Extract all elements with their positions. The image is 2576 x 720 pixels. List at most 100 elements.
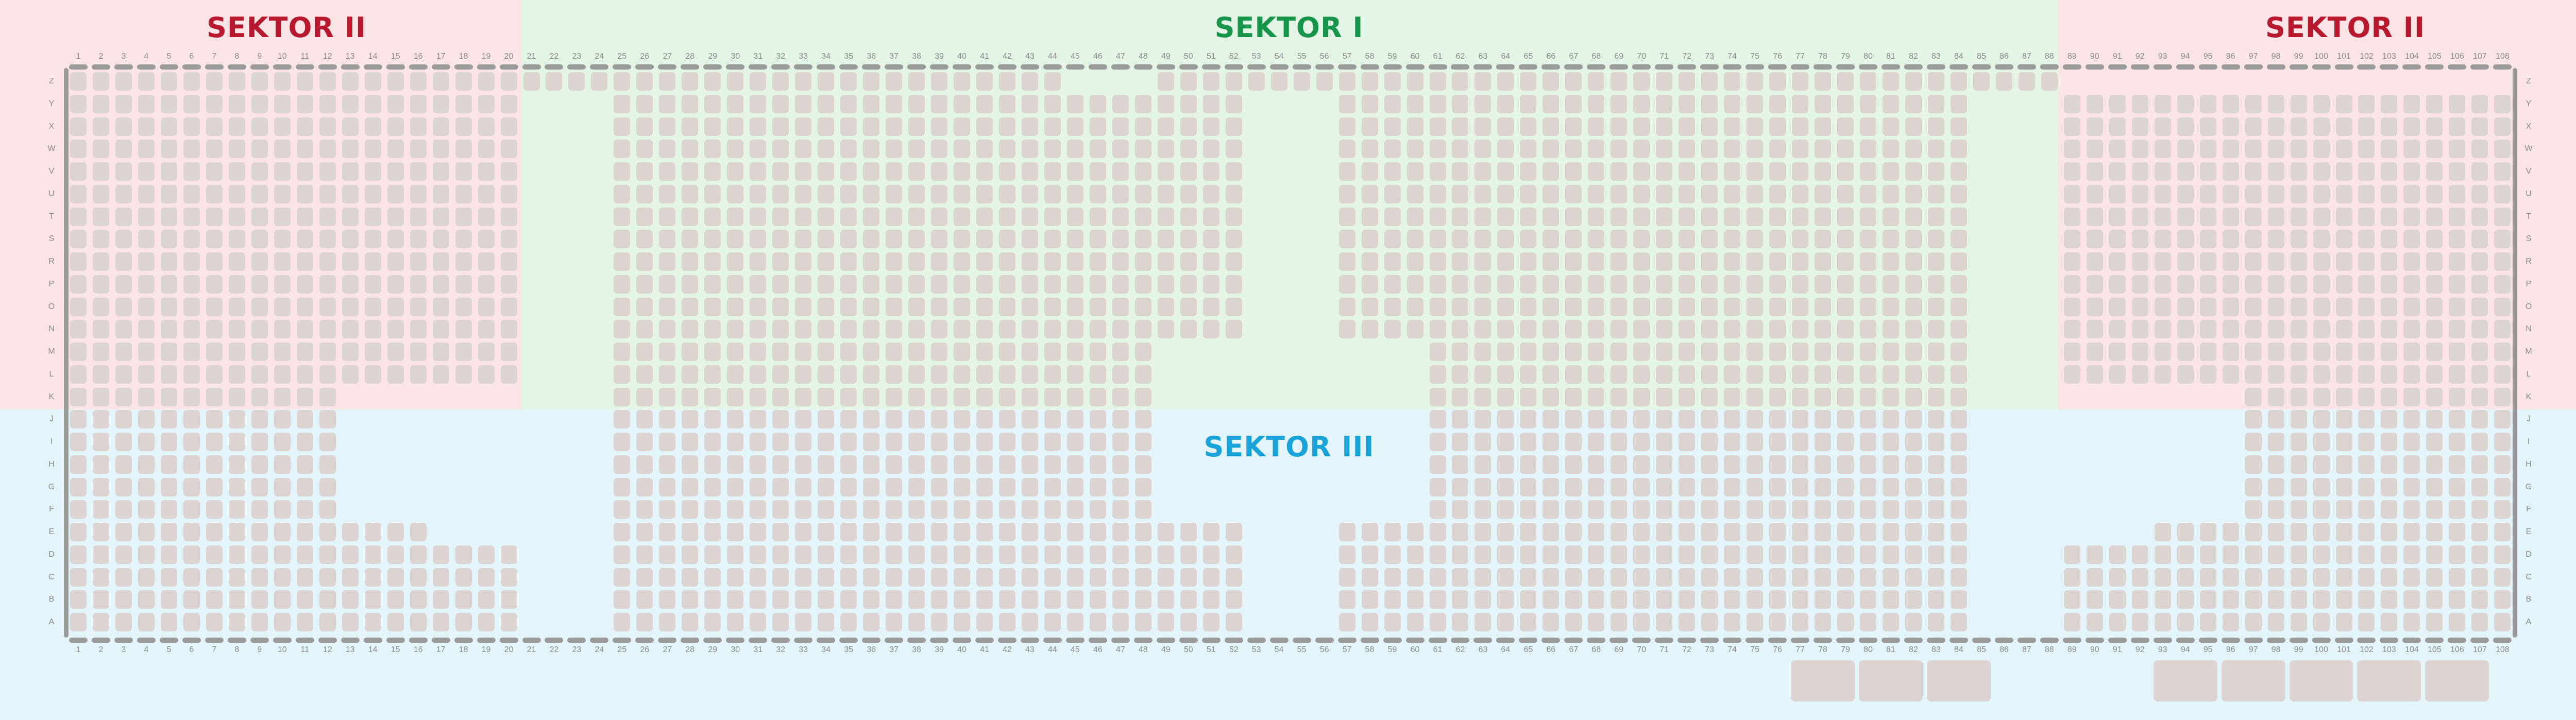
seat[interactable] [727, 410, 744, 429]
seat[interactable] [1905, 94, 1922, 113]
seat[interactable] [1338, 523, 1355, 541]
seat[interactable] [1679, 72, 1696, 91]
seat[interactable] [795, 613, 812, 631]
seat[interactable] [659, 545, 676, 564]
seat[interactable] [1202, 297, 1219, 316]
seat[interactable] [228, 230, 245, 249]
seat[interactable] [410, 342, 427, 361]
seat[interactable] [2403, 387, 2420, 406]
seat[interactable] [954, 410, 971, 429]
seat[interactable] [2381, 523, 2398, 541]
seat[interactable] [2449, 275, 2466, 294]
seat[interactable] [364, 613, 381, 631]
seat[interactable] [1611, 477, 1628, 496]
seat[interactable] [1769, 568, 1786, 587]
seat[interactable] [636, 590, 653, 609]
seat[interactable] [2245, 613, 2262, 631]
seat[interactable] [908, 568, 925, 587]
seat[interactable] [659, 568, 676, 587]
seat[interactable] [772, 433, 789, 451]
seat[interactable] [1361, 590, 1378, 609]
seat[interactable] [92, 72, 109, 91]
seat[interactable] [614, 252, 631, 271]
seat[interactable] [2086, 590, 2103, 609]
seat[interactable] [1384, 94, 1401, 113]
seat[interactable] [1883, 94, 1899, 113]
seat[interactable] [772, 72, 789, 91]
seat[interactable] [2267, 455, 2284, 474]
seat[interactable] [704, 477, 721, 496]
seat[interactable] [2063, 207, 2080, 226]
seat[interactable] [659, 207, 676, 226]
seat[interactable] [682, 590, 699, 609]
seat[interactable] [1679, 568, 1696, 587]
seat[interactable] [908, 140, 925, 159]
seat[interactable] [92, 275, 109, 294]
seat[interactable] [886, 613, 903, 631]
seat[interactable] [2403, 523, 2420, 541]
seat[interactable] [138, 72, 155, 91]
seat[interactable] [1679, 433, 1696, 451]
seat[interactable] [998, 140, 1015, 159]
seat[interactable] [1611, 613, 1628, 631]
seat[interactable] [1384, 568, 1401, 587]
seat[interactable] [1066, 140, 1083, 159]
seat[interactable] [1815, 387, 1832, 406]
seat[interactable] [1633, 230, 1650, 249]
seat[interactable] [1429, 320, 1446, 339]
seat[interactable] [1361, 297, 1378, 316]
seat[interactable] [659, 455, 676, 474]
seat[interactable] [1815, 342, 1832, 361]
seat[interactable] [1044, 545, 1061, 564]
seat[interactable] [2471, 545, 2488, 564]
seat[interactable] [183, 455, 200, 474]
seat[interactable] [863, 72, 880, 91]
seat[interactable] [2222, 613, 2239, 631]
seat[interactable] [2086, 230, 2103, 249]
seat[interactable] [908, 523, 925, 541]
seat[interactable] [2086, 613, 2103, 631]
seat[interactable] [2449, 365, 2466, 384]
seat[interactable] [1406, 162, 1423, 181]
seat[interactable] [1021, 140, 1038, 159]
seat[interactable] [1837, 252, 1854, 271]
seat[interactable] [2471, 568, 2488, 587]
seat[interactable] [1384, 230, 1401, 249]
seat[interactable] [1633, 207, 1650, 226]
seat[interactable] [1429, 230, 1446, 249]
seat[interactable] [160, 500, 177, 519]
seat[interactable] [1089, 320, 1106, 339]
seat[interactable] [455, 252, 472, 271]
seat[interactable] [1180, 297, 1197, 316]
seat[interactable] [976, 94, 993, 113]
seat[interactable] [319, 117, 336, 136]
seat[interactable] [1747, 545, 1764, 564]
seat[interactable] [1475, 365, 1492, 384]
seat[interactable] [160, 207, 177, 226]
seat[interactable] [1701, 140, 1718, 159]
seat[interactable] [2313, 433, 2330, 451]
seat[interactable] [2063, 365, 2080, 384]
seat[interactable] [1837, 433, 1854, 451]
seat[interactable] [296, 140, 313, 159]
seat[interactable] [1089, 545, 1106, 564]
seat[interactable] [1225, 320, 1242, 339]
seat[interactable] [274, 613, 291, 631]
seat[interactable] [818, 230, 835, 249]
seat[interactable] [2063, 568, 2080, 587]
seat[interactable] [704, 320, 721, 339]
seat[interactable] [1429, 162, 1446, 181]
seat[interactable] [2131, 162, 2148, 181]
seat[interactable] [614, 342, 631, 361]
seat[interactable] [1157, 545, 1174, 564]
seat[interactable] [1588, 94, 1605, 113]
seat[interactable] [2245, 252, 2262, 271]
seat[interactable] [1883, 433, 1899, 451]
seat[interactable] [228, 365, 245, 384]
seat[interactable] [432, 252, 449, 271]
seat[interactable] [818, 387, 835, 406]
seat[interactable] [795, 410, 812, 429]
seat[interactable] [478, 365, 495, 384]
seat[interactable] [1611, 140, 1628, 159]
seat[interactable] [1905, 117, 1922, 136]
